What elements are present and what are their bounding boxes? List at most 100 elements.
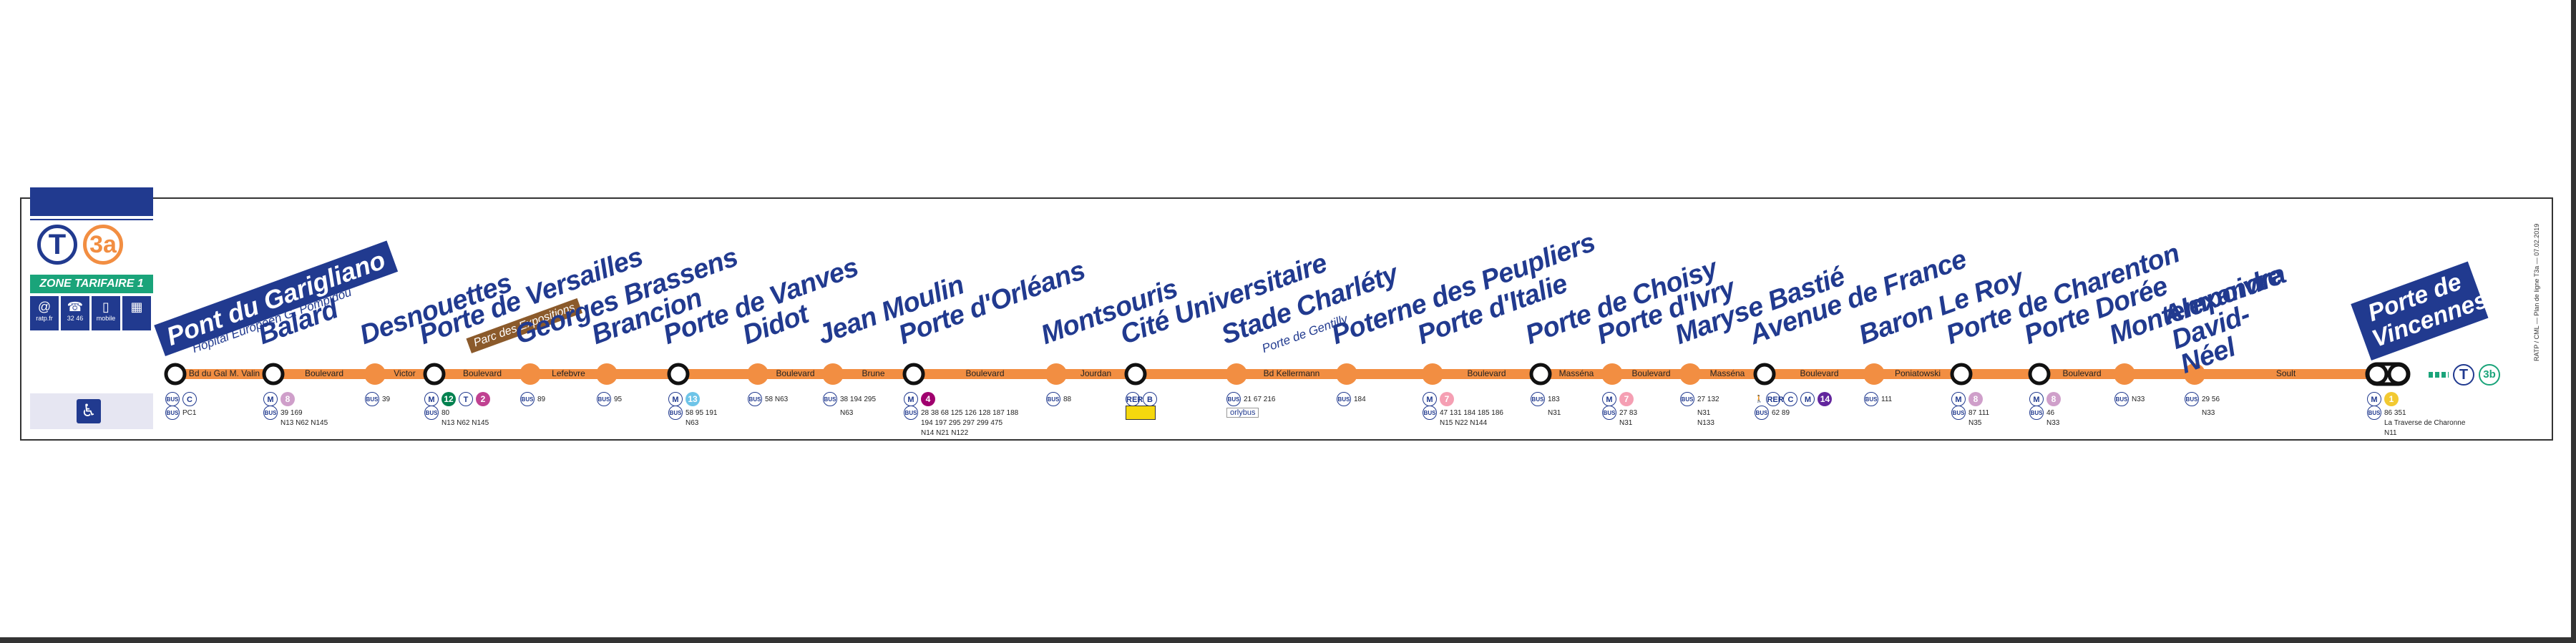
street-label: Boulevard — [2062, 368, 2102, 378]
metro-icon: M — [1800, 392, 1815, 406]
station-marker[interactable] — [1422, 363, 1443, 385]
metro-icon: M — [904, 392, 918, 406]
connection-row: N13 N62 N145 — [263, 418, 328, 428]
line-number-badge: 1 — [2384, 392, 2399, 406]
station-marker[interactable] — [423, 363, 446, 386]
metro-icon: M — [263, 392, 278, 406]
station-marker[interactable] — [902, 363, 925, 386]
station-marker[interactable] — [2028, 363, 2051, 386]
line-number-badge: 12 — [441, 392, 456, 406]
connection-row: N13 N62 N145 — [424, 418, 490, 428]
station-marker[interactable] — [519, 363, 541, 385]
header-separator — [30, 219, 153, 220]
bus-lines: 46 — [2046, 408, 2055, 417]
station-marker[interactable] — [747, 363, 769, 385]
station-marker[interactable] — [596, 363, 618, 385]
bus-lines: 184 — [1354, 395, 1366, 403]
street-label: Bd Kellermann — [1263, 368, 1320, 378]
station-marker[interactable] — [1124, 363, 1147, 386]
metro-icon: M — [668, 392, 683, 406]
station-marker[interactable] — [1529, 363, 1552, 386]
station-marker[interactable] — [1336, 363, 1357, 385]
bus-icon: BUS — [1680, 392, 1694, 406]
bus-lines: 88 — [1063, 395, 1072, 403]
street-label: Brune — [862, 368, 885, 378]
bus-lines: N35 — [1968, 418, 1982, 427]
bus-icon: BUS — [2367, 406, 2381, 420]
station-marker[interactable] — [822, 363, 844, 385]
station-marker[interactable] — [2184, 363, 2205, 385]
station-marker[interactable] — [364, 363, 386, 385]
station-marker[interactable] — [1226, 363, 1247, 385]
bus-lines: N15 N22 N144 — [1440, 418, 1488, 427]
phone-icon: ☎32 46 — [61, 296, 89, 330]
street-label: Bd du Gal M. Valin — [188, 368, 260, 378]
connection-row: orlybus — [1226, 408, 1276, 418]
bus-lines: N31 — [1697, 408, 1711, 417]
station-marker[interactable] — [1601, 363, 1623, 385]
metro-icon: M — [1602, 392, 1616, 406]
bus-icon: BUS — [1864, 392, 1878, 406]
connection-row: N31 — [1680, 408, 1719, 418]
station-marker[interactable] — [1045, 363, 1067, 385]
line-logos: T 3a — [37, 225, 152, 275]
station-marker[interactable] — [1679, 363, 1701, 385]
rer-icon: C — [182, 392, 197, 406]
metro-icon: M — [2029, 392, 2044, 406]
bus-icon: BUS — [668, 406, 683, 420]
station-marker[interactable] — [164, 363, 187, 386]
station-marker[interactable] — [1863, 363, 1885, 385]
bus-icon: BUS — [424, 406, 439, 420]
extension-dashes — [2429, 372, 2449, 378]
line-number-badge: 7 — [1619, 392, 1634, 406]
street-label: Poniatowski — [1894, 368, 1941, 378]
bus-icon: BUS — [597, 392, 611, 406]
street-label: Boulevard — [1631, 368, 1671, 378]
bus-icon: BUS — [1226, 392, 1241, 406]
header-bar — [30, 187, 153, 216]
line-number-badge: 2 — [476, 392, 490, 406]
station-marker[interactable] — [667, 363, 690, 386]
station-marker[interactable] — [2387, 363, 2410, 386]
connection-row: N33 — [2029, 418, 2061, 428]
street-label: Masséna — [1709, 368, 1745, 378]
bus-lines: N11 — [2384, 428, 2397, 437]
line-number-badge: 7 — [1440, 392, 1454, 406]
bus-icon: BUS — [1337, 392, 1351, 406]
station-marker[interactable] — [262, 363, 285, 386]
bus-icon: BUS — [1046, 392, 1060, 406]
station-marker[interactable] — [2114, 363, 2135, 385]
station-marker[interactable] — [1753, 363, 1776, 386]
tram-icon: T — [459, 392, 473, 406]
wheelchair-icon: ♿ — [77, 399, 101, 423]
bus-lines: N33 — [2202, 408, 2215, 417]
contact-label: ratp.fr — [36, 315, 53, 322]
bus-lines: N133 — [1697, 418, 1714, 427]
station-marker[interactable] — [2366, 363, 2389, 386]
footer-credit: RATP / CML — Plan de ligne T3a — 07.02.2… — [2533, 223, 2540, 361]
street-label: Soult — [2275, 368, 2296, 378]
bus-icon: BUS — [263, 406, 278, 420]
bus-lines: 95 — [614, 395, 623, 403]
station-marker[interactable] — [1950, 363, 1973, 386]
